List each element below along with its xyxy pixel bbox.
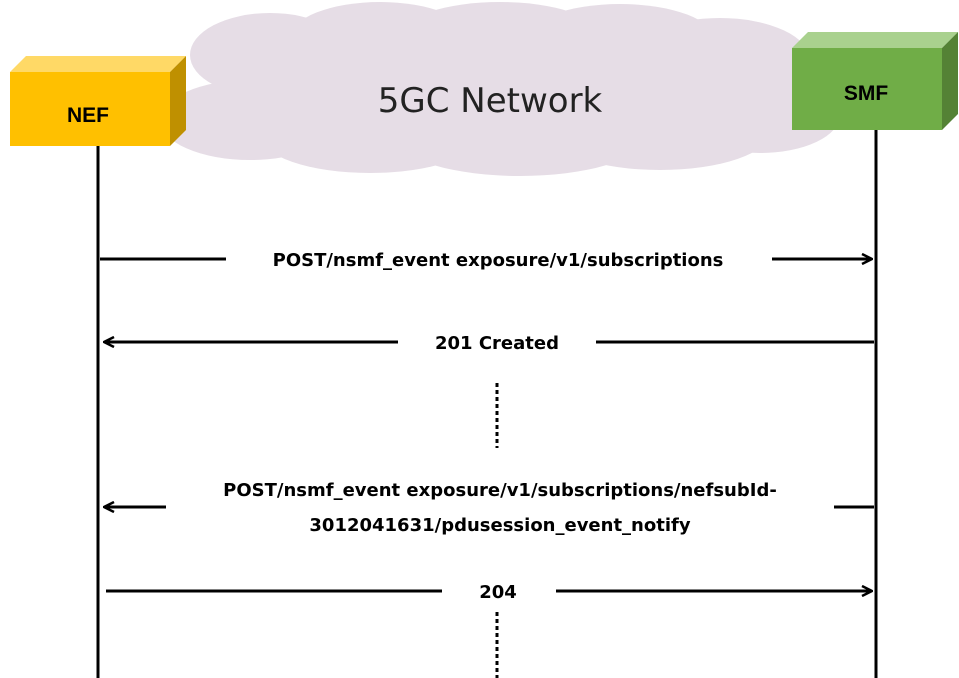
nef-label: NEF <box>67 104 109 127</box>
smf-box: SMF <box>792 32 958 130</box>
smf-label: SMF <box>844 82 889 105</box>
message-notify-label-line2: 3012041631/pdusession_event_notify <box>309 515 690 536</box>
nef-box: NEF <box>10 56 186 146</box>
message-subscribe-label: POST/nsmf_event exposure/v1/subscription… <box>273 250 724 271</box>
message-notify-label-line1: POST/nsmf_event exposure/v1/subscription… <box>223 480 777 501</box>
message-subscribe-request: POST/nsmf_event exposure/v1/subscription… <box>100 250 872 271</box>
message-notify-request: POST/nsmf_event exposure/v1/subscription… <box>104 480 874 536</box>
network-cloud: 5GC Network <box>160 2 840 176</box>
network-title: 5GC Network <box>378 81 603 121</box>
message-204-label: 204 <box>479 582 517 603</box>
message-created-response: 201 Created <box>104 333 874 354</box>
message-created-label: 201 Created <box>435 333 559 354</box>
message-204-response: 204 <box>106 582 872 603</box>
